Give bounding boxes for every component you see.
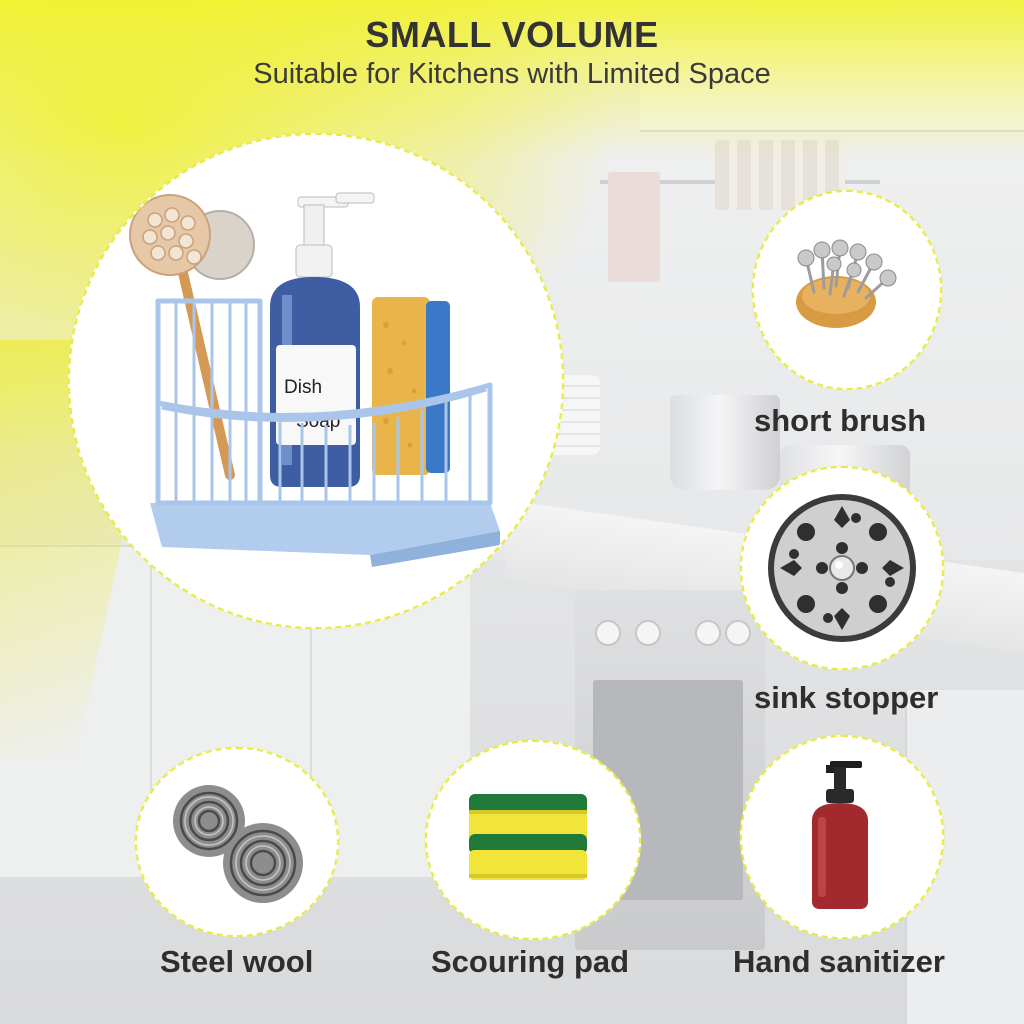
scouring-pad-label: Scouring pad (431, 944, 630, 979)
sanitizer-bottle-icon (812, 761, 868, 909)
page-title: SMALL VOLUME (365, 14, 659, 55)
caddy-product-circle: Dish Soap (68, 133, 564, 629)
hand-sanitizer-circle (740, 735, 944, 939)
steel-wool-circle (135, 747, 339, 937)
bottle-label-dish: Dish (284, 377, 322, 398)
steel-wool-icon (173, 785, 303, 903)
short-brush-label: short brush (754, 403, 927, 438)
page-subtitle: Suitable for Kitchens with Limited Space (253, 58, 771, 90)
short-brush-circle (752, 190, 942, 390)
sink-stopper-icon (768, 494, 916, 642)
sink-stopper-circle (740, 466, 944, 670)
scouring-pad-icon (469, 794, 587, 880)
steel-wool-label: Steel wool (160, 944, 314, 979)
sink-caddy-illustration: Dish Soap (129, 192, 500, 567)
scouring-pad-circle (425, 740, 641, 940)
hand-sanitizer-label: Hand sanitizer (733, 944, 945, 979)
short-brush-icon (796, 239, 897, 328)
sink-stopper-label: sink stopper (754, 680, 939, 715)
